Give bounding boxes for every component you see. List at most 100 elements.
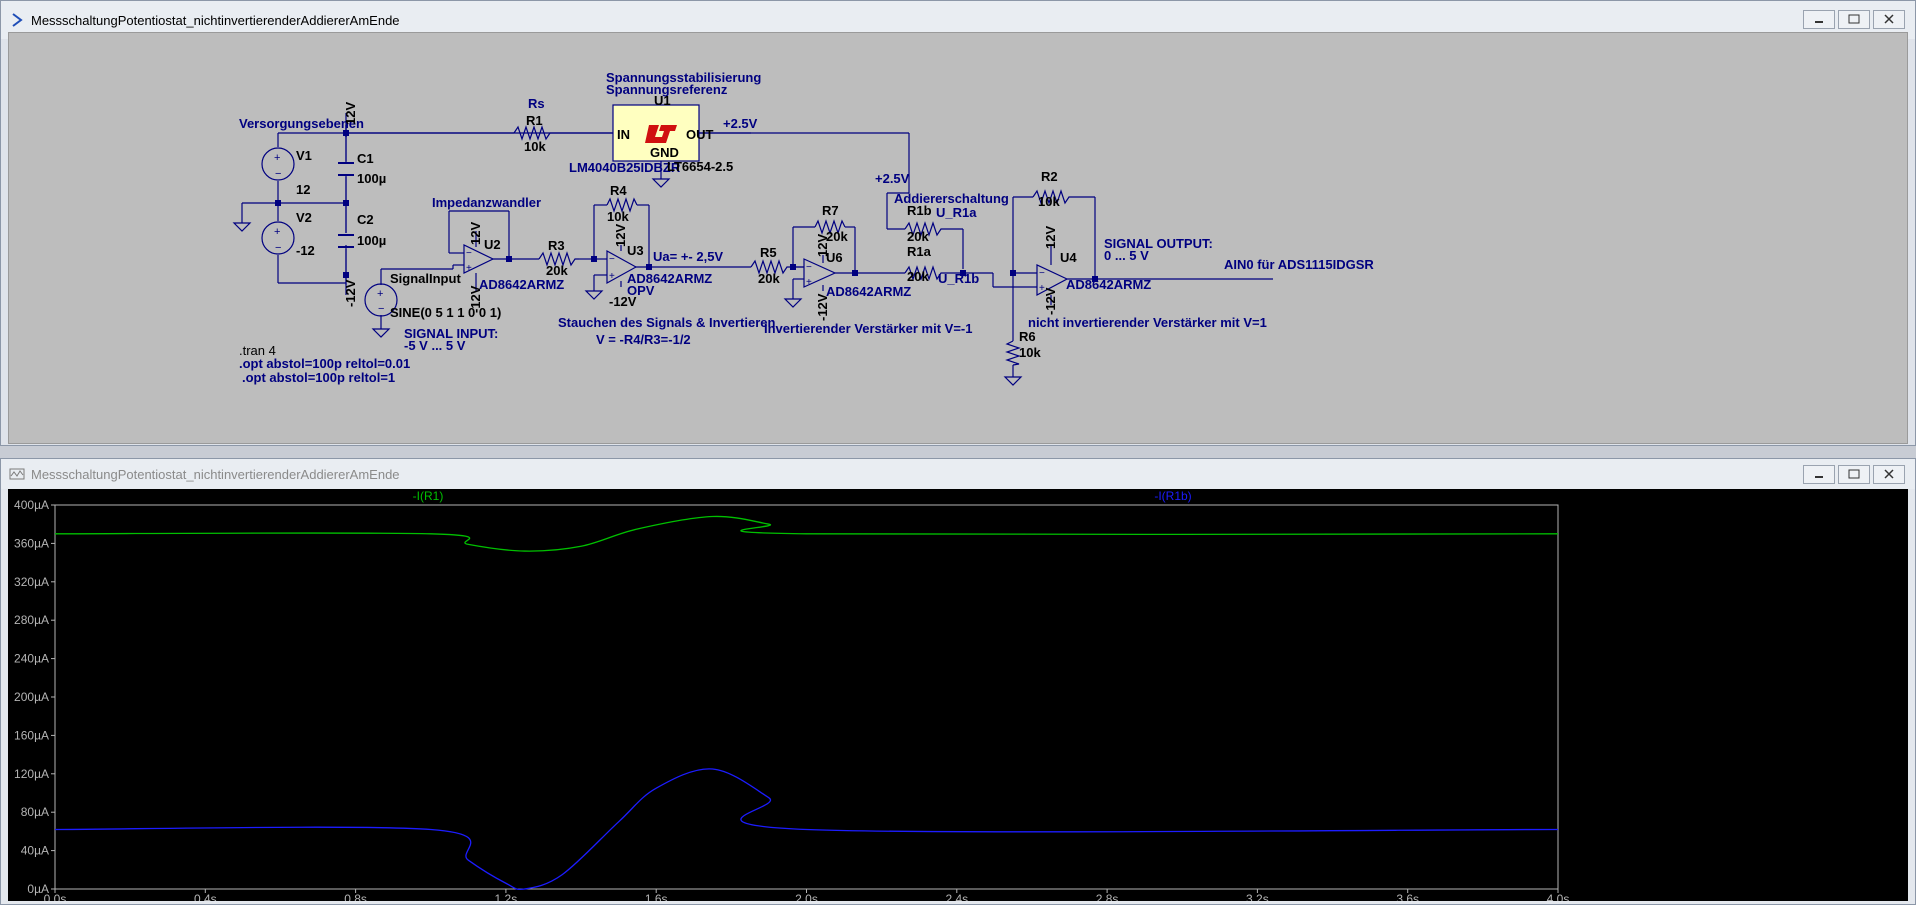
y-tick-label: 320µA <box>14 575 49 589</box>
label-u3-m12: -12V <box>609 294 637 309</box>
x-tick-label: 2.4s <box>945 892 968 901</box>
y-tick-label: 80µA <box>21 805 49 819</box>
label-u1-part2: LT6654-2.5 <box>667 159 733 174</box>
schematic-canvas[interactable]: + − + − + − <box>8 32 1908 444</box>
ltspice-app-icon <box>12 13 23 27</box>
plot-titlebar[interactable]: MessschaltungPotentiostat_nichtinvertier… <box>1 459 1915 489</box>
plot-window-title: MessschaltungPotentiostat_nichtinvertier… <box>31 467 400 482</box>
label-u1: U1 <box>654 93 671 108</box>
series-line <box>54 768 1559 891</box>
svg-text:+: + <box>466 263 472 274</box>
label-net-25v-a: +2.5V <box>723 116 758 131</box>
plot-close-button[interactable] <box>1873 465 1905 484</box>
label-u1-part1: LM4040B25IDBZR <box>569 160 681 175</box>
directive-tran[interactable]: .tran 4 <box>239 343 276 358</box>
wires <box>241 125 1273 377</box>
label-p12-supply: 12V <box>343 102 358 125</box>
label-u3-p12: 12V <box>613 224 628 247</box>
svg-text:−: − <box>1039 268 1045 279</box>
label-signal-output-range: 0 ... 5 V <box>1104 248 1149 263</box>
label-r1a: R1a <box>907 244 932 259</box>
label-r7: R7 <box>822 203 839 218</box>
legend-label[interactable]: -I(R1b) <box>1154 489 1191 503</box>
label-u3-part: AD8642ARMZ <box>627 271 712 286</box>
x-tick-label: 2.8s <box>1096 892 1119 901</box>
label-u6-part: AD8642ARMZ <box>826 284 911 299</box>
label-r4-val: 10k <box>607 209 629 224</box>
schematic-window-title: MessschaltungPotentiostat_nichtinvertier… <box>31 13 400 28</box>
y-tick-label: 360µA <box>14 536 49 550</box>
close-button[interactable] <box>1873 10 1905 29</box>
label-u2-p12: 12V <box>468 222 483 245</box>
x-tick-label: 3.2s <box>1246 892 1269 901</box>
label-stauchen: Stauchen des Signals & Invertieren <box>558 315 776 330</box>
label-ain0: AIN0 für ADS1115IDGSR <box>1224 257 1374 272</box>
label-u6-p12: 12V <box>815 234 830 257</box>
opamp-triangles <box>463 244 1069 296</box>
plot-window-controls <box>1803 465 1905 485</box>
label-impedanz: Impedanzwandler <box>432 195 541 210</box>
legend-label[interactable]: -I(R1) <box>413 489 444 503</box>
capacitors <box>338 162 354 248</box>
label-stab1: Spannungsstabilisierung <box>606 70 761 85</box>
label-u6: U6 <box>826 250 843 265</box>
label-ua: Ua= +- 2,5V <box>653 249 723 264</box>
label-sine: SINE(0 5 1 1 0 0 1) <box>390 305 501 320</box>
x-tick-label: 0.0s <box>44 892 67 901</box>
y-tick-label: 40µA <box>21 844 49 858</box>
label-u1-gnd: GND <box>650 145 679 160</box>
label-net-25v-b: +2.5V <box>875 171 910 186</box>
label-c1: C1 <box>357 151 374 166</box>
plot-minimize-button[interactable] <box>1803 465 1835 484</box>
label-r2-val: 10k <box>1038 194 1060 209</box>
ground-symbols <box>232 178 1023 386</box>
svg-text:−: − <box>609 254 615 265</box>
plot-frame <box>54 504 1559 890</box>
plot-maximize-button[interactable] <box>1838 465 1870 484</box>
label-v1: V1 <box>296 148 312 163</box>
label-signal-output-title: SIGNAL OUTPUT: <box>1104 236 1213 251</box>
schematic-window-controls <box>1803 10 1905 30</box>
label-stab2: Spannungsreferenz <box>606 82 728 97</box>
label-u-r1b: U_R1b <box>938 271 979 286</box>
label-r1a-val: 20k <box>907 269 929 284</box>
minimize-button[interactable] <box>1803 10 1835 29</box>
junctions <box>275 130 1098 282</box>
directive-opt2[interactable]: .opt abstol=100p reltol=1 <box>242 370 395 385</box>
y-tick-label: 240µA <box>14 652 49 666</box>
svg-text:−: − <box>275 168 281 180</box>
svg-text:−: − <box>806 262 812 273</box>
label-r1-val: 10k <box>524 139 546 154</box>
label-signal-input: SignalInput <box>390 271 461 286</box>
label-r5: R5 <box>760 245 777 260</box>
label-u6-m12: -12V <box>815 293 830 321</box>
label-versorgung: Versorgungsebenen <box>239 116 364 131</box>
label-u3: U3 <box>627 243 644 258</box>
label-r1b: R1b <box>907 203 932 218</box>
maximize-button[interactable] <box>1838 10 1870 29</box>
label-u1-in: IN <box>617 127 630 142</box>
y-tick-label: 120µA <box>14 767 49 781</box>
label-r3-val: 20k <box>546 263 568 278</box>
label-r6-val: 10k <box>1019 345 1041 360</box>
lt-logo-icon <box>645 125 677 143</box>
label-r6: R6 <box>1019 329 1036 344</box>
schematic-drawing: + − + − + − <box>232 70 1374 386</box>
opamp-pin-signs: −+ −+ −+ −+ <box>466 248 1045 294</box>
label-u4: U4 <box>1060 250 1077 265</box>
label-r7-val: 20k <box>826 229 848 244</box>
svg-text:+: + <box>274 152 280 164</box>
directive-opt1[interactable]: .opt abstol=100p reltol=0.01 <box>239 356 410 371</box>
x-tick-label: 0.8s <box>344 892 367 901</box>
y-tick-label: 400µA <box>14 498 49 512</box>
label-r1: R1 <box>526 113 543 128</box>
x-tick-label: 0.4s <box>194 892 217 901</box>
label-u4-m12: -12V <box>1043 287 1058 315</box>
svg-text:+: + <box>806 277 812 288</box>
x-tick-label: 1.2s <box>495 892 518 901</box>
label-opv: OPV <box>627 283 655 298</box>
label-u4-part: AD8642ARMZ <box>1066 277 1151 292</box>
label-signal-input-title: SIGNAL INPUT: <box>404 326 498 341</box>
svg-text:+: + <box>609 271 615 282</box>
